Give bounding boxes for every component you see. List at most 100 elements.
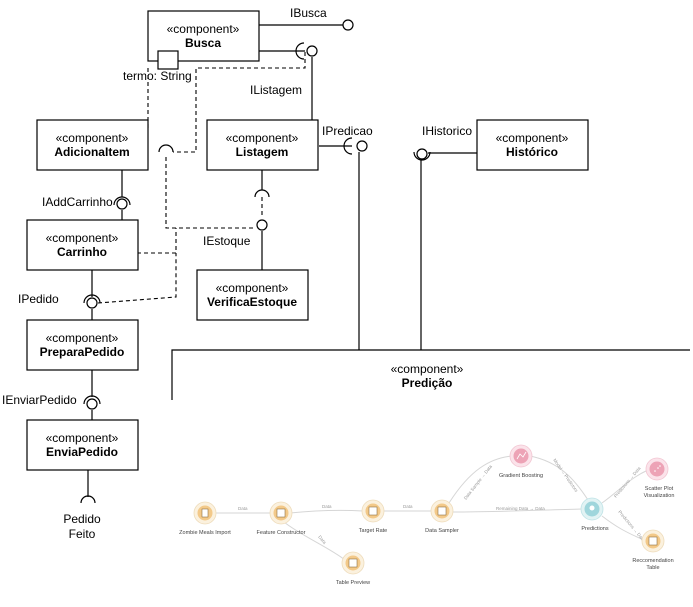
interface-symbols	[80, 19, 431, 504]
iestoque-lollipop	[256, 219, 268, 231]
wf-edge-label-pred1: Predictions → Data	[613, 465, 642, 498]
ipredicao-socket	[343, 137, 353, 155]
wf-node-scatter[interactable]: Scatter Plot Visualization	[644, 457, 675, 499]
file-icon	[201, 508, 209, 518]
component-carrinho[interactable]: «component» Carrinho	[26, 219, 139, 271]
listagem-name: Listagem	[236, 145, 289, 159]
iestoque-socket	[254, 189, 270, 198]
wf-node-preview[interactable]: Table Preview	[336, 551, 370, 586]
wf-label-sampler: Data Sampler	[425, 528, 459, 534]
wf-edge-sampler-predictions	[450, 508, 583, 513]
ienviarpedido-lollipop	[86, 398, 98, 410]
workflow-canvas: Data Data Data Data Data Sample → Data R…	[179, 444, 675, 586]
preparapedido-name: PreparaPedido	[40, 345, 125, 359]
component-busca[interactable]: «component» Busca	[147, 10, 260, 70]
wf-edge-label-data4: Data	[403, 504, 413, 509]
wf-edge-label-remaining: Remaining Data → Data	[496, 506, 545, 511]
ilistagem-socket-left	[295, 42, 305, 60]
wf-label-recommend-2: Table	[646, 565, 659, 571]
adiciona-iestoque-dashed	[165, 157, 256, 229]
label-ipredicao: IPredicao	[322, 124, 373, 138]
wf-label-scatter-2: Visualization	[644, 493, 675, 499]
wf-node-gradient[interactable]: Gradient Boosting	[499, 444, 543, 479]
label-pedido: Pedido	[63, 512, 101, 526]
component-predicao[interactable]: «component» Predição	[171, 349, 690, 400]
wf-label-feature: Feature Constructor	[257, 530, 306, 536]
adicionaitem-name: AdicionaItem	[54, 145, 129, 159]
ipedido-socket	[83, 294, 101, 304]
ihistorico-lollipop	[416, 148, 428, 160]
verificaestoque-name: VerificaEstoque	[207, 295, 297, 309]
ilistagem-lollipop	[306, 45, 318, 57]
wf-label-preview: Table Preview	[336, 580, 370, 586]
ienviarpedido-socket	[83, 395, 101, 405]
ibusca-lollipop	[342, 19, 354, 31]
wf-edge-gradient-predictions	[529, 455, 589, 501]
predicao-name: Predição	[402, 376, 453, 390]
connections	[87, 24, 477, 497]
predicao-frame	[171, 349, 690, 400]
sampler-icon	[437, 506, 447, 516]
label-ipedido: IPedido	[18, 292, 59, 306]
wf-edge-feature-preview	[283, 521, 346, 561]
wf-node-predictions[interactable]: Predictions	[580, 497, 609, 532]
enviapedido-stereotype: «component»	[46, 431, 119, 445]
gradient-icon	[516, 451, 527, 460]
label-iestoque: IEstoque	[203, 234, 251, 248]
recommend-table-icon	[648, 536, 658, 546]
wf-node-zombie[interactable]: Zombie Meals Import	[179, 501, 231, 536]
pedidofeito-socket	[80, 495, 96, 504]
wf-node-sampler[interactable]: Data Sampler	[425, 499, 459, 534]
component-adicionaitem[interactable]: «component» AdicionaItem	[36, 119, 149, 171]
wf-label-recommend-1: Reccomendation	[632, 558, 673, 564]
predictions-icon	[589, 505, 595, 511]
enviapedido-name: EnviaPedido	[46, 445, 118, 459]
busca-port[interactable]	[157, 50, 179, 70]
iaddcarrinho-lollipop	[116, 198, 128, 210]
label-ibusca: IBusca	[290, 6, 327, 20]
wf-edge-feature-target	[289, 509, 364, 514]
wf-edge-sampler-gradient	[448, 455, 513, 504]
port-label-termo: termo: String	[123, 69, 192, 83]
adiciona-socket	[158, 144, 167, 153]
listagem-stereotype: «component»	[226, 131, 299, 145]
wf-node-feature[interactable]: Feature Constructor	[257, 501, 306, 536]
adicionaitem-stereotype: «component»	[56, 131, 129, 145]
target-icon	[368, 506, 378, 516]
iaddcarrinho-socket	[113, 196, 131, 206]
component-historico[interactable]: «component» Histórico	[476, 119, 589, 171]
busca-adiciona-dashed	[173, 52, 306, 153]
label-ihistorico: IHistorico	[422, 124, 472, 138]
wf-node-target[interactable]: Target Rate	[359, 499, 387, 534]
historico-name: Histórico	[506, 145, 558, 159]
label-feito: Feito	[69, 527, 96, 541]
component-verificaestoque[interactable]: «component» VerificaEstoque	[196, 269, 309, 321]
table-icon	[276, 508, 286, 518]
wf-edge-predictions-recommend	[601, 515, 645, 541]
verificaestoque-stereotype: «component»	[216, 281, 289, 295]
label-ilistagem: IListagem	[250, 83, 302, 97]
dashed-connections	[97, 52, 306, 304]
wf-label-predictions: Predictions	[581, 526, 608, 532]
carrinho-stereotype: «component»	[46, 231, 119, 245]
wf-edge-predictions-scatter	[601, 469, 649, 504]
component-enviapedido[interactable]: «component» EnviaPedido	[26, 419, 139, 471]
ipedido-dashed	[97, 253, 177, 304]
wf-label-target: Target Rate	[359, 528, 387, 534]
component-preparapedido[interactable]: «component» PreparaPedido	[26, 319, 139, 371]
wf-node-recommend[interactable]: Reccomendation Table	[632, 529, 674, 571]
wf-edge-label-pred2: Predictions → Data	[617, 509, 646, 542]
wf-label-gradient: Gradient Boosting	[499, 473, 543, 479]
predicao-stereotype: «component»	[391, 362, 464, 376]
label-ienviarpedido: IEnviarPedido	[2, 393, 77, 407]
carrinho-iestoque-dashed	[137, 228, 177, 254]
component-listagem[interactable]: «component» Listagem	[206, 119, 319, 171]
adiciona-socket-right	[165, 144, 174, 153]
ipredicao-lollipop	[356, 140, 368, 152]
ipedido-lollipop	[86, 297, 98, 309]
table-preview-icon	[348, 558, 358, 568]
busca-stereotype: «component»	[167, 22, 240, 36]
preparapedido-stereotype: «component»	[46, 331, 119, 345]
wf-edge-label-data1: Data	[238, 506, 248, 511]
wf-label-scatter-1: Scatter Plot	[645, 486, 674, 492]
